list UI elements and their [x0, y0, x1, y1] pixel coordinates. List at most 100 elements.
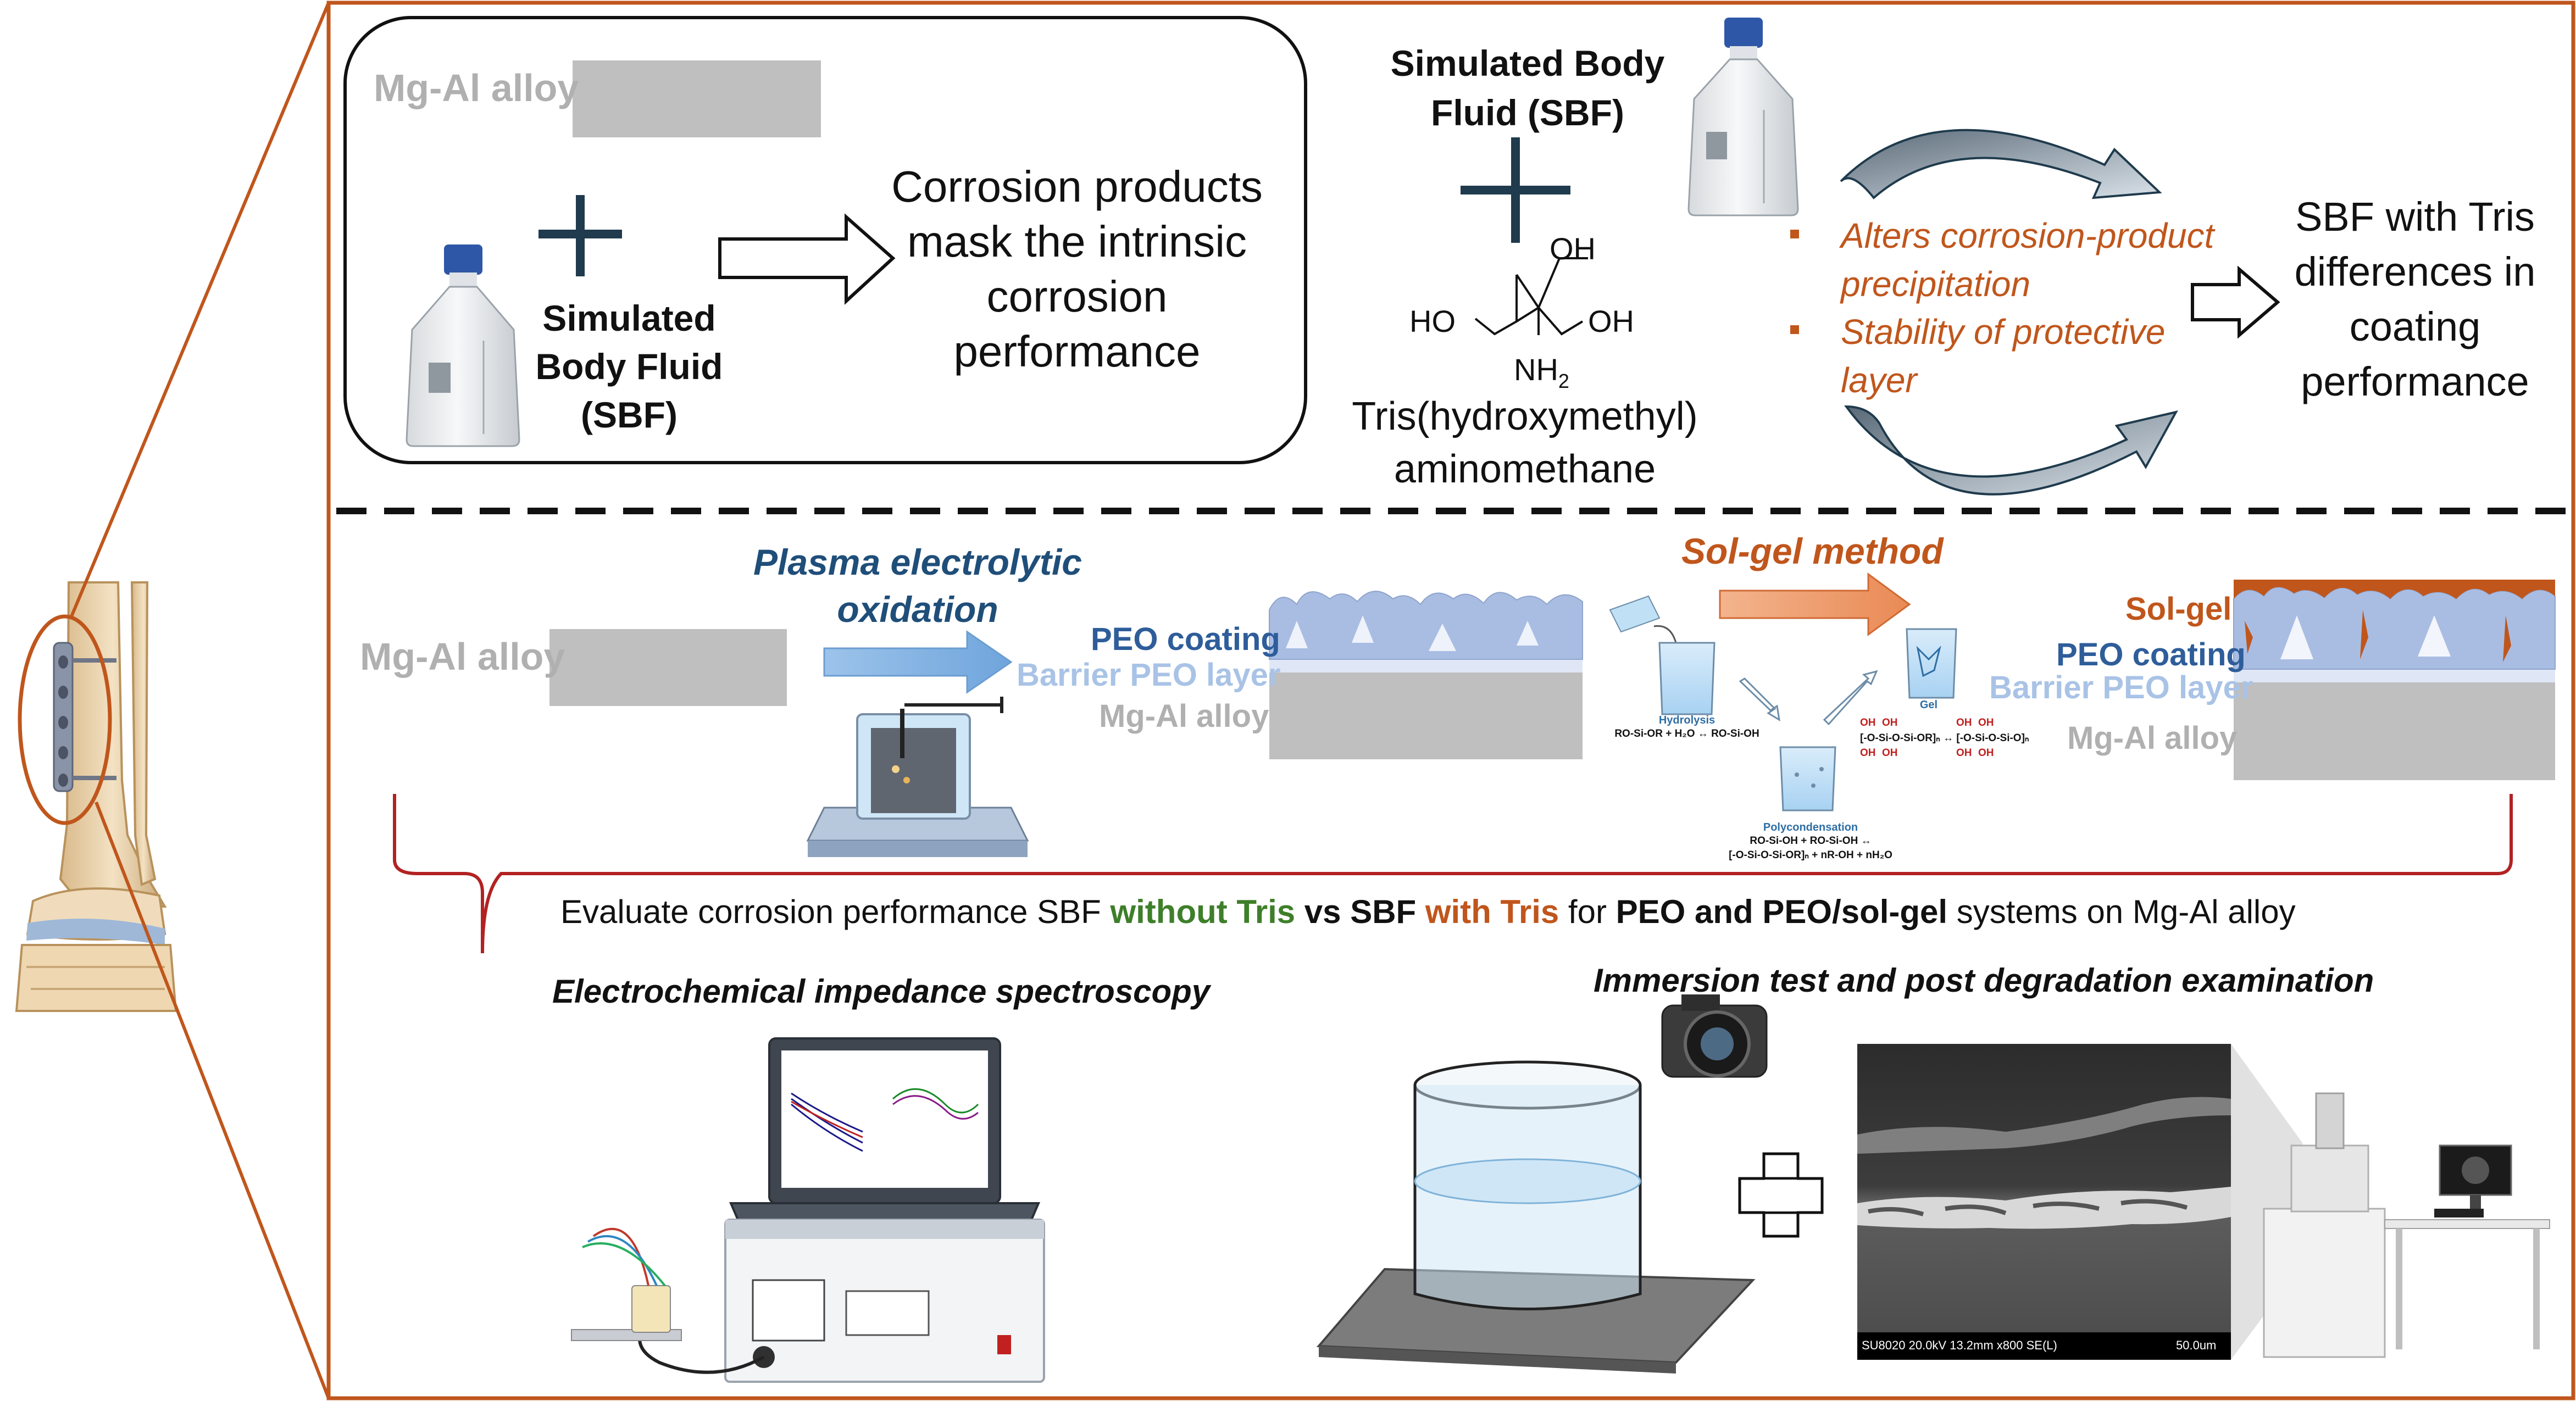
tris-result-text: SBF with Tris differences in coating per… [2275, 190, 2555, 409]
tris-structure [1474, 257, 1588, 336]
bone-plate-implant [53, 642, 116, 792]
plus-sign-3 [1738, 1152, 1824, 1238]
oh-group-6: OH [1882, 747, 1898, 759]
bullet-2-line2: layer [1841, 360, 1917, 400]
zoom-line-bottom [95, 801, 330, 1399]
bullet-1-line2: precipitation [1841, 264, 2031, 304]
barrier-layer-label-2: Barrier PEO layer [1989, 670, 2253, 705]
tris-name-line2: aminomethane [1394, 447, 1656, 491]
tris-nh2: NH2 [1514, 352, 1569, 392]
zoom-line-top [70, 2, 330, 618]
bullet-icon-1 [1790, 230, 1799, 238]
solgel-layer-stack [2233, 580, 2556, 780]
hydrolysis-label: Hydrolysis [1658, 714, 1716, 726]
eval-text-5: for [1559, 893, 1616, 930]
tris-result-line4: performance [2301, 359, 2529, 404]
tris-result-line3: coating [2349, 304, 2481, 349]
immersion-title: Immersion test and post degradation exam… [1594, 962, 2374, 999]
sbf-label-left-line2: Body Fluid [535, 346, 723, 387]
eval-text-7: systems on Mg-Al alloy [1947, 893, 2296, 930]
network-equation: [-O-Si-O-Si-OR]ₙ ↔ [-O-Si-O-Si-O]ₙ [1860, 732, 2029, 744]
corrosion-result-line3: corrosion [986, 272, 1168, 321]
main-frame [326, 1, 2575, 1400]
solgel-title: Sol-gel method [1681, 531, 1944, 571]
top-left-box [343, 16, 1307, 464]
eval-with-tris: with Tris [1425, 893, 1559, 930]
solgel-process [1609, 595, 1957, 811]
peo-arrow [823, 630, 1013, 694]
sbf-bottle-right [1687, 18, 1799, 216]
solgel-layer-label: Sol-gel [2125, 591, 2232, 627]
arrow-right-2 [2191, 265, 2280, 339]
tris-ho-left: HO [1409, 304, 1456, 338]
eval-text-3: vs SBF [1295, 893, 1425, 930]
corrosion-result-line2: mask the intrinsic [907, 217, 1247, 266]
oh-group-2: OH [1882, 717, 1898, 729]
polycondensation-equation-2: [-O-Si-O-Si-OR]ₙ + nR-OH + nH₂O [1729, 849, 1892, 861]
alloy-label-solgel-stack: Mg-Al alloy [2067, 720, 2238, 756]
bullet-1-text: Alters corrosion-product precipitation [1841, 212, 2214, 308]
barrier-layer-label: Barrier PEO layer [1017, 657, 1281, 693]
alloy-bar-top [573, 60, 821, 137]
sem-caption: SU8020 20.0kV 13.2mm x800 SE(L) [1862, 1338, 2057, 1352]
gel-label: Gel [1919, 699, 1938, 711]
eval-without-tris: without Tris [1110, 893, 1296, 930]
sbf-label-left-line3: (SBF) [581, 394, 678, 435]
oh-group-5: OH [1860, 747, 1876, 759]
sbf-bottle-left [406, 244, 520, 447]
zoom-highlight-ellipse [18, 614, 112, 825]
solgel-arrow [1719, 572, 1911, 636]
plus-sign-1 [538, 195, 622, 276]
bullet-icon-2 [1790, 325, 1799, 334]
tris-oh-right: OH [1588, 304, 1634, 338]
bullet-2-text: Stability of protective layer [1841, 308, 2166, 404]
peo-title: Plasma electrolytic oxidation [725, 538, 1110, 633]
tris-nh2-subscript: 2 [1558, 370, 1569, 392]
peo-title-line1: Plasma electrolytic [753, 542, 1082, 582]
tris-name: Tris(hydroxymethyl) aminomethane [1319, 390, 1731, 496]
sem-scale-label: 50.0um [2176, 1338, 2217, 1352]
alloy-label-top: Mg-Al alloy [374, 66, 579, 109]
alloy-bar-middle [549, 629, 787, 706]
sem-microscope [2231, 1044, 2550, 1360]
peo-layer-stack [1269, 591, 1583, 759]
corrosion-result-line4: performance [953, 327, 1201, 376]
eval-text-1: Evaluate corrosion performance SBF [560, 893, 1111, 930]
tris-result-line1: SBF with Tris [2295, 194, 2535, 240]
bullet-2-line1: Stability of protective [1841, 312, 2166, 352]
oh-group-7: OH [1956, 747, 1972, 759]
peo-coating-label-2: PEO coating [2056, 637, 2246, 672]
oh-group-1: OH [1860, 717, 1876, 729]
tris-nh: NH [1514, 352, 1558, 387]
polycondensation-equation-1: RO-Si-OH + RO-Si-OH ↔ [1750, 835, 1872, 847]
corrosion-result-text: Corrosion products mask the intrinsic co… [879, 159, 1275, 379]
sbf-label-right-line2: Fluid (SBF) [1431, 92, 1624, 133]
tris-name-line1: Tris(hydroxymethyl) [1352, 394, 1698, 438]
alloy-label-peo-stack: Mg-Al alloy [1099, 698, 1269, 734]
plus-sign-2 [1461, 137, 1570, 243]
grouping-brace [393, 794, 2513, 954]
oh-group-4: OH [1978, 717, 1994, 729]
eis-equipment [571, 1037, 1045, 1383]
sbf-label-left-line1: Simulated [542, 298, 716, 338]
sbf-label-right-line1: Simulated Body [1390, 43, 1665, 84]
sbf-label-right: Simulated Body Fluid (SBF) [1363, 38, 1692, 137]
peo-title-line2: oxidation [837, 589, 998, 630]
curved-arrow-top [1840, 129, 2162, 199]
oh-group-8: OH [1978, 747, 1994, 759]
evaluation-sentence: Evaluate corrosion performance SBF witho… [560, 893, 2296, 931]
sbf-label-left: Simulated Body Fluid (SBF) [528, 294, 731, 439]
alloy-label-middle: Mg-Al alloy [360, 635, 565, 678]
polycondensation-label: Polycondensation [1763, 821, 1858, 833]
tris-result-line2: differences in [2294, 249, 2536, 294]
eval-systems: PEO and PEO/sol-gel [1615, 893, 1948, 930]
oh-group-3: OH [1956, 717, 1972, 729]
peo-cell-setup [806, 697, 1029, 857]
hydrolysis-equation: RO-Si-OR + H₂O ↔ RO-Si-OH [1614, 728, 1759, 740]
sem-micrograph [1857, 1044, 2231, 1360]
corrosion-result-line1: Corrosion products [891, 162, 1263, 211]
immersion-setup [1316, 1060, 1756, 1374]
bullet-1-line1: Alters corrosion-product [1841, 216, 2214, 255]
